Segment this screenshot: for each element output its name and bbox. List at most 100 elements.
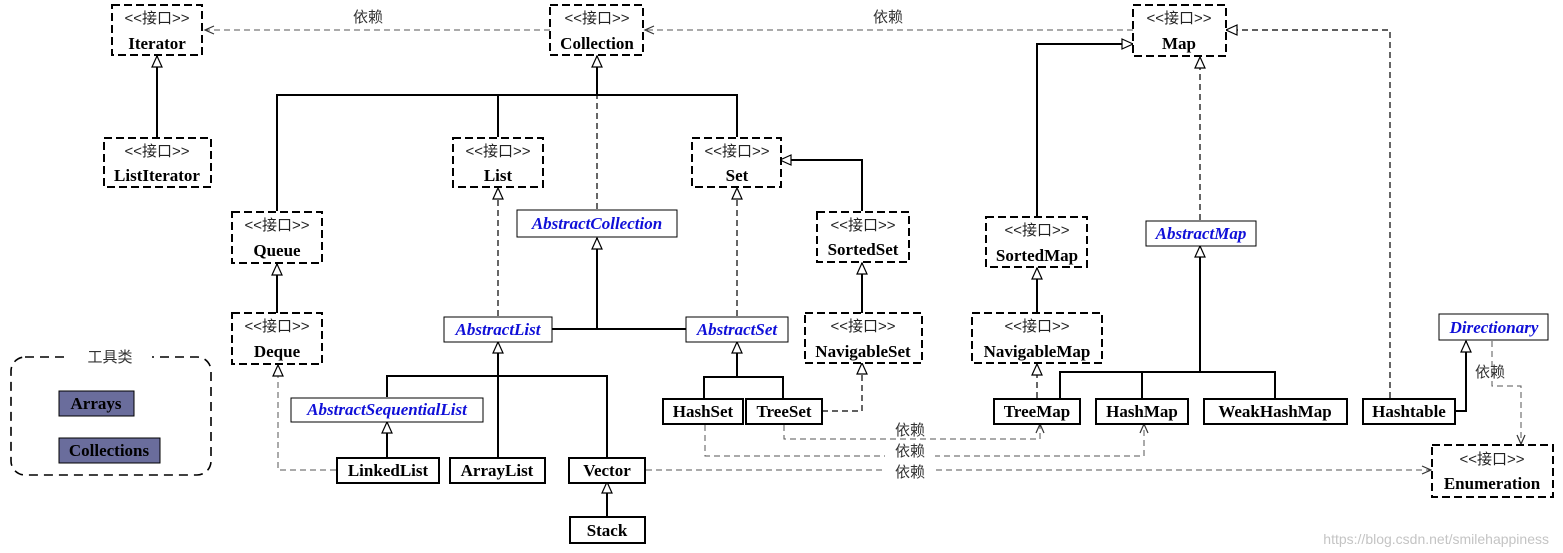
edge-sortedmap-map <box>1036 38 1135 216</box>
node-collection[interactable]: <<接口>> Collection <box>549 4 644 56</box>
edge-directionary-enumeration-dep <box>1491 341 1526 446</box>
node-set[interactable]: <<接口>> Set <box>691 137 782 188</box>
node-iterator-name: Iterator <box>128 34 186 53</box>
node-vector-name: Vector <box>583 461 631 480</box>
edge-maps-abstractmap <box>1059 371 1276 398</box>
node-navigablemap-name: NavigableMap <box>984 342 1091 361</box>
node-abstractcollection[interactable]: AbstractCollection <box>516 209 678 238</box>
dependency-label: 依赖 <box>873 8 903 26</box>
abstract-nodes: AbstractCollection AbstractList Abstract… <box>290 209 1549 423</box>
node-sortedset-name: SortedSet <box>828 240 899 259</box>
stereotype-label: <<接口>> <box>830 217 895 234</box>
stereotype-label: <<接口>> <box>1004 318 1069 335</box>
node-sortedmap-name: SortedMap <box>996 246 1078 265</box>
stereotype-label: <<接口>> <box>465 143 530 160</box>
dependency-label: 依赖 <box>1475 363 1505 381</box>
node-enumeration[interactable]: <<接口>> Enumeration <box>1431 444 1554 498</box>
node-collections[interactable]: Collections <box>58 437 161 464</box>
node-arraylist[interactable]: ArrayList <box>449 457 546 484</box>
node-linkedlist-name: LinkedList <box>348 461 429 480</box>
node-deque-name: Deque <box>254 342 301 361</box>
node-arrays-name: Arrays <box>71 394 122 413</box>
node-directionary-name: Directionary <box>1449 318 1539 337</box>
stereotype-label: <<接口>> <box>1459 451 1524 468</box>
node-queue-name: Queue <box>253 241 301 260</box>
node-treemap-name: TreeMap <box>1004 402 1070 421</box>
node-arraylist-name: ArrayList <box>461 461 534 480</box>
node-abstractset[interactable]: AbstractSet <box>685 316 789 343</box>
edge-treeset-treemap-dep <box>783 422 1045 440</box>
node-list[interactable]: <<接口>> List <box>452 137 544 188</box>
stereotype-label: <<接口>> <box>124 10 189 27</box>
stereotype-label: <<接口>> <box>704 143 769 160</box>
node-enumeration-name: Enumeration <box>1444 474 1541 493</box>
node-directionary[interactable]: Directionary <box>1438 313 1549 341</box>
node-abstractsequentiallist-name: AbstractSequentialList <box>306 400 468 419</box>
utility-group: 工具类 Arrays Collections <box>10 346 212 476</box>
stereotype-label: <<接口>> <box>830 318 895 335</box>
node-deque[interactable]: <<接口>> Deque <box>231 312 323 365</box>
node-stack-name: Stack <box>587 521 628 540</box>
node-navigableset[interactable]: <<接口>> NavigableSet <box>804 312 923 364</box>
node-hashtable[interactable]: Hashtable <box>1362 398 1456 425</box>
edge-sortedset-set <box>778 154 863 211</box>
node-sortedmap[interactable]: <<接口>> SortedMap <box>985 216 1088 268</box>
dependency-label: 依赖 <box>353 8 383 26</box>
utility-group-title: 工具类 <box>87 348 132 366</box>
node-treeset[interactable]: TreeSet <box>745 398 823 425</box>
node-hashmap-name: HashMap <box>1106 402 1178 421</box>
node-linkedlist[interactable]: LinkedList <box>336 457 440 484</box>
node-abstractlist-name: AbstractList <box>454 320 541 339</box>
node-abstractcollection-name: AbstractCollection <box>531 214 662 233</box>
dependency-label: 依赖 <box>895 463 925 481</box>
node-list-name: List <box>484 166 513 185</box>
edge-sets-abstractset <box>703 376 784 398</box>
node-sortedset[interactable]: <<接口>> SortedSet <box>816 211 910 263</box>
stereotype-label: <<接口>> <box>564 10 629 27</box>
edge-hashtable-directionary <box>1455 339 1472 412</box>
node-hashtable-name: Hashtable <box>1372 402 1446 421</box>
edge-hashtable-map <box>1224 24 1391 398</box>
node-treeset-name: TreeSet <box>756 402 811 421</box>
node-hashset[interactable]: HashSet <box>662 398 744 425</box>
node-collection-name: Collection <box>560 34 634 53</box>
node-stack[interactable]: Stack <box>569 516 646 544</box>
dependency-label: 依赖 <box>895 421 925 439</box>
node-listiterator-name: ListIterator <box>114 166 200 185</box>
stereotype-label: <<接口>> <box>1004 222 1069 239</box>
stereotype-label: <<接口>> <box>124 143 189 160</box>
node-abstractmap-name: AbstractMap <box>1155 224 1247 243</box>
node-map[interactable]: <<接口>> Map <box>1132 4 1227 57</box>
stereotype-label: <<接口>> <box>1146 10 1211 27</box>
interface-nodes: <<接口>> Iterator <<接口>> ListIterator <<接口… <box>103 4 1554 498</box>
node-set-name: Set <box>726 166 749 185</box>
class-nodes: LinkedList ArrayList Vector Stack HashSe… <box>336 398 1456 544</box>
node-weakhashmap[interactable]: WeakHashMap <box>1203 398 1348 425</box>
node-vector[interactable]: Vector <box>568 457 646 484</box>
node-navigableset-name: NavigableSet <box>815 342 911 361</box>
watermark: https://blog.csdn.net/smilehappiness <box>1323 531 1549 547</box>
connectors <box>151 24 1526 516</box>
node-queue[interactable]: <<接口>> Queue <box>231 211 323 264</box>
node-map-name: Map <box>1162 34 1196 53</box>
node-abstractlist[interactable]: AbstractList <box>443 316 553 343</box>
node-hashset-name: HashSet <box>673 402 734 421</box>
node-collections-name: Collections <box>69 441 150 460</box>
node-abstractsequentiallist[interactable]: AbstractSequentialList <box>290 397 484 423</box>
edge-queue-collection <box>276 94 738 211</box>
dependency-label: 依赖 <box>895 442 925 460</box>
node-iterator[interactable]: <<接口>> Iterator <box>111 4 203 56</box>
stereotype-label: <<接口>> <box>244 318 309 335</box>
node-hashmap[interactable]: HashMap <box>1095 398 1189 425</box>
node-arrays[interactable]: Arrays <box>58 390 135 417</box>
node-abstractmap[interactable]: AbstractMap <box>1145 220 1257 247</box>
node-navigablemap[interactable]: <<接口>> NavigableMap <box>971 312 1103 364</box>
stereotype-label: <<接口>> <box>244 217 309 234</box>
node-abstractset-name: AbstractSet <box>696 320 779 339</box>
edge-treeset-navigableset <box>822 361 868 412</box>
relation-labels: 依赖 依赖 依赖 依赖 依赖 依赖 <box>340 6 1505 481</box>
node-treemap[interactable]: TreeMap <box>993 398 1081 425</box>
node-listiterator[interactable]: <<接口>> ListIterator <box>103 137 212 188</box>
node-weakhashmap-name: WeakHashMap <box>1218 402 1331 421</box>
